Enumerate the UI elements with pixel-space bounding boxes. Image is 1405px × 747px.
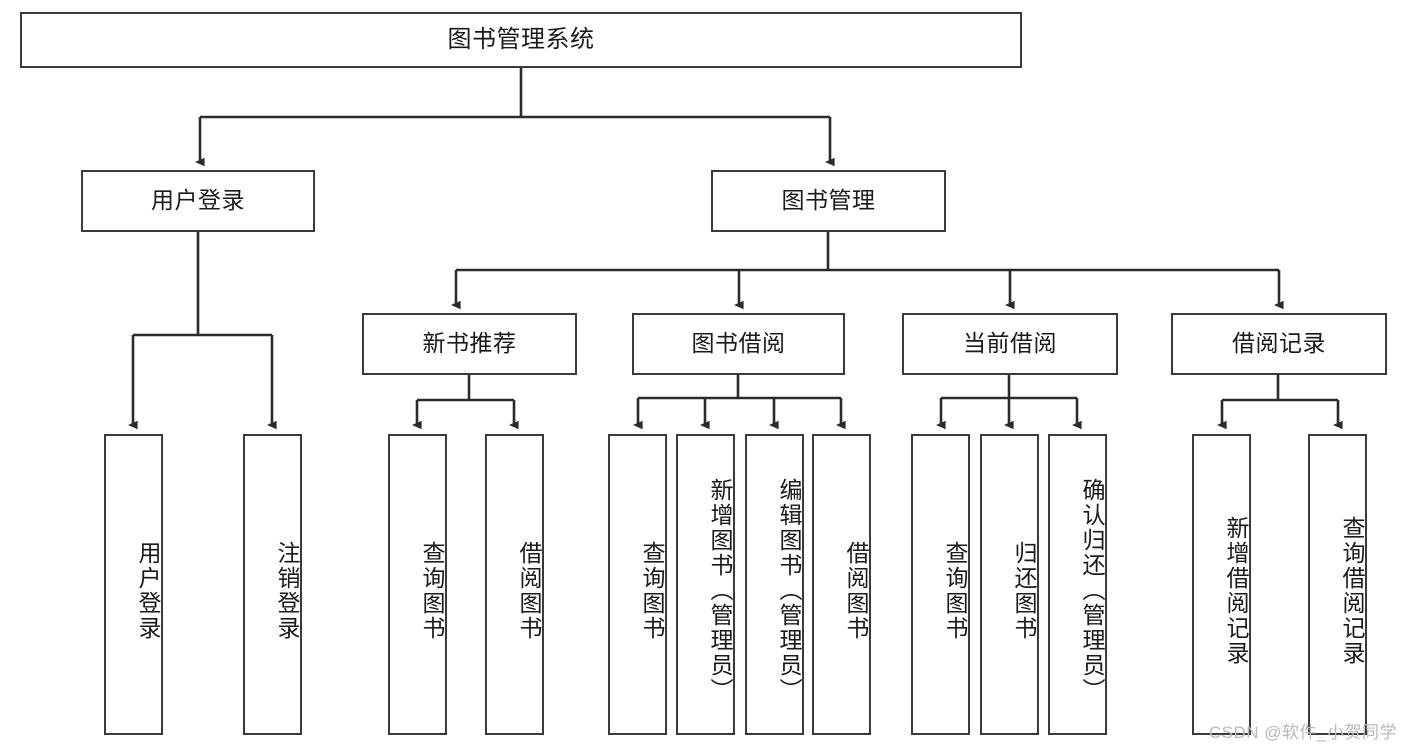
node-label: 查询图书: [419, 540, 445, 641]
node-borrow-record[interactable]: 借阅记录: [1171, 313, 1387, 375]
node-new-book-recommend[interactable]: 新书推荐: [362, 313, 577, 375]
node-leaf-return-book[interactable]: 归还图书: [980, 434, 1039, 735]
csdn-watermark: CSDN @软件_小贺同学: [1208, 723, 1397, 742]
node-label: 注销登录: [274, 540, 300, 641]
node-label: 用户登录: [151, 187, 245, 214]
node-leaf-add-record[interactable]: 新增借阅记录: [1192, 434, 1251, 735]
node-book-borrow[interactable]: 图书借阅: [632, 313, 845, 375]
node-leaf-add-book[interactable]: 新增图书（管理员）: [676, 434, 735, 735]
node-leaf-user-login[interactable]: 用户登录: [104, 434, 163, 735]
node-leaf-confirm-return[interactable]: 确认归还（管理员）: [1048, 434, 1107, 735]
node-label: 借阅图书: [516, 540, 542, 641]
node-leaf-borrow-book-1[interactable]: 借阅图书: [485, 434, 544, 735]
node-label: 用户登录: [135, 540, 161, 641]
node-user-login[interactable]: 用户登录: [81, 170, 315, 232]
node-leaf-borrow-book-2[interactable]: 借阅图书: [812, 434, 871, 735]
node-leaf-query-book-3[interactable]: 查询图书: [911, 434, 970, 735]
node-label: 当前借阅: [963, 330, 1057, 357]
node-label: 新书推荐: [422, 330, 517, 357]
node-label: 查询图书: [942, 540, 968, 641]
node-leaf-user-logout[interactable]: 注销登录: [243, 434, 302, 735]
node-leaf-edit-book[interactable]: 编辑图书（管理员）: [745, 434, 804, 735]
node-label: 编辑图书（管理员）: [776, 478, 802, 703]
node-leaf-query-book-1[interactable]: 查询图书: [388, 434, 447, 735]
node-label: 新增借阅记录: [1223, 515, 1249, 666]
node-current-borrow[interactable]: 当前借阅: [902, 313, 1118, 375]
node-label: 图书管理: [781, 187, 876, 214]
node-label: 归还图书: [1011, 540, 1037, 641]
node-label: 查询借阅记录: [1339, 515, 1365, 666]
node-label: 图书借阅: [691, 330, 786, 357]
node-root-system[interactable]: 图书管理系统: [20, 12, 1022, 68]
node-label: 查询图书: [639, 540, 665, 641]
node-label: 确认归还（管理员）: [1079, 478, 1105, 703]
node-label: 新增图书（管理员）: [707, 478, 733, 703]
node-leaf-query-book-2[interactable]: 查询图书: [608, 434, 667, 735]
node-book-manage[interactable]: 图书管理: [711, 170, 946, 232]
node-label: 借阅记录: [1232, 330, 1326, 357]
node-label: 借阅图书: [843, 540, 869, 641]
node-leaf-query-record[interactable]: 查询借阅记录: [1308, 434, 1367, 735]
node-label: 图书管理系统: [447, 25, 595, 53]
